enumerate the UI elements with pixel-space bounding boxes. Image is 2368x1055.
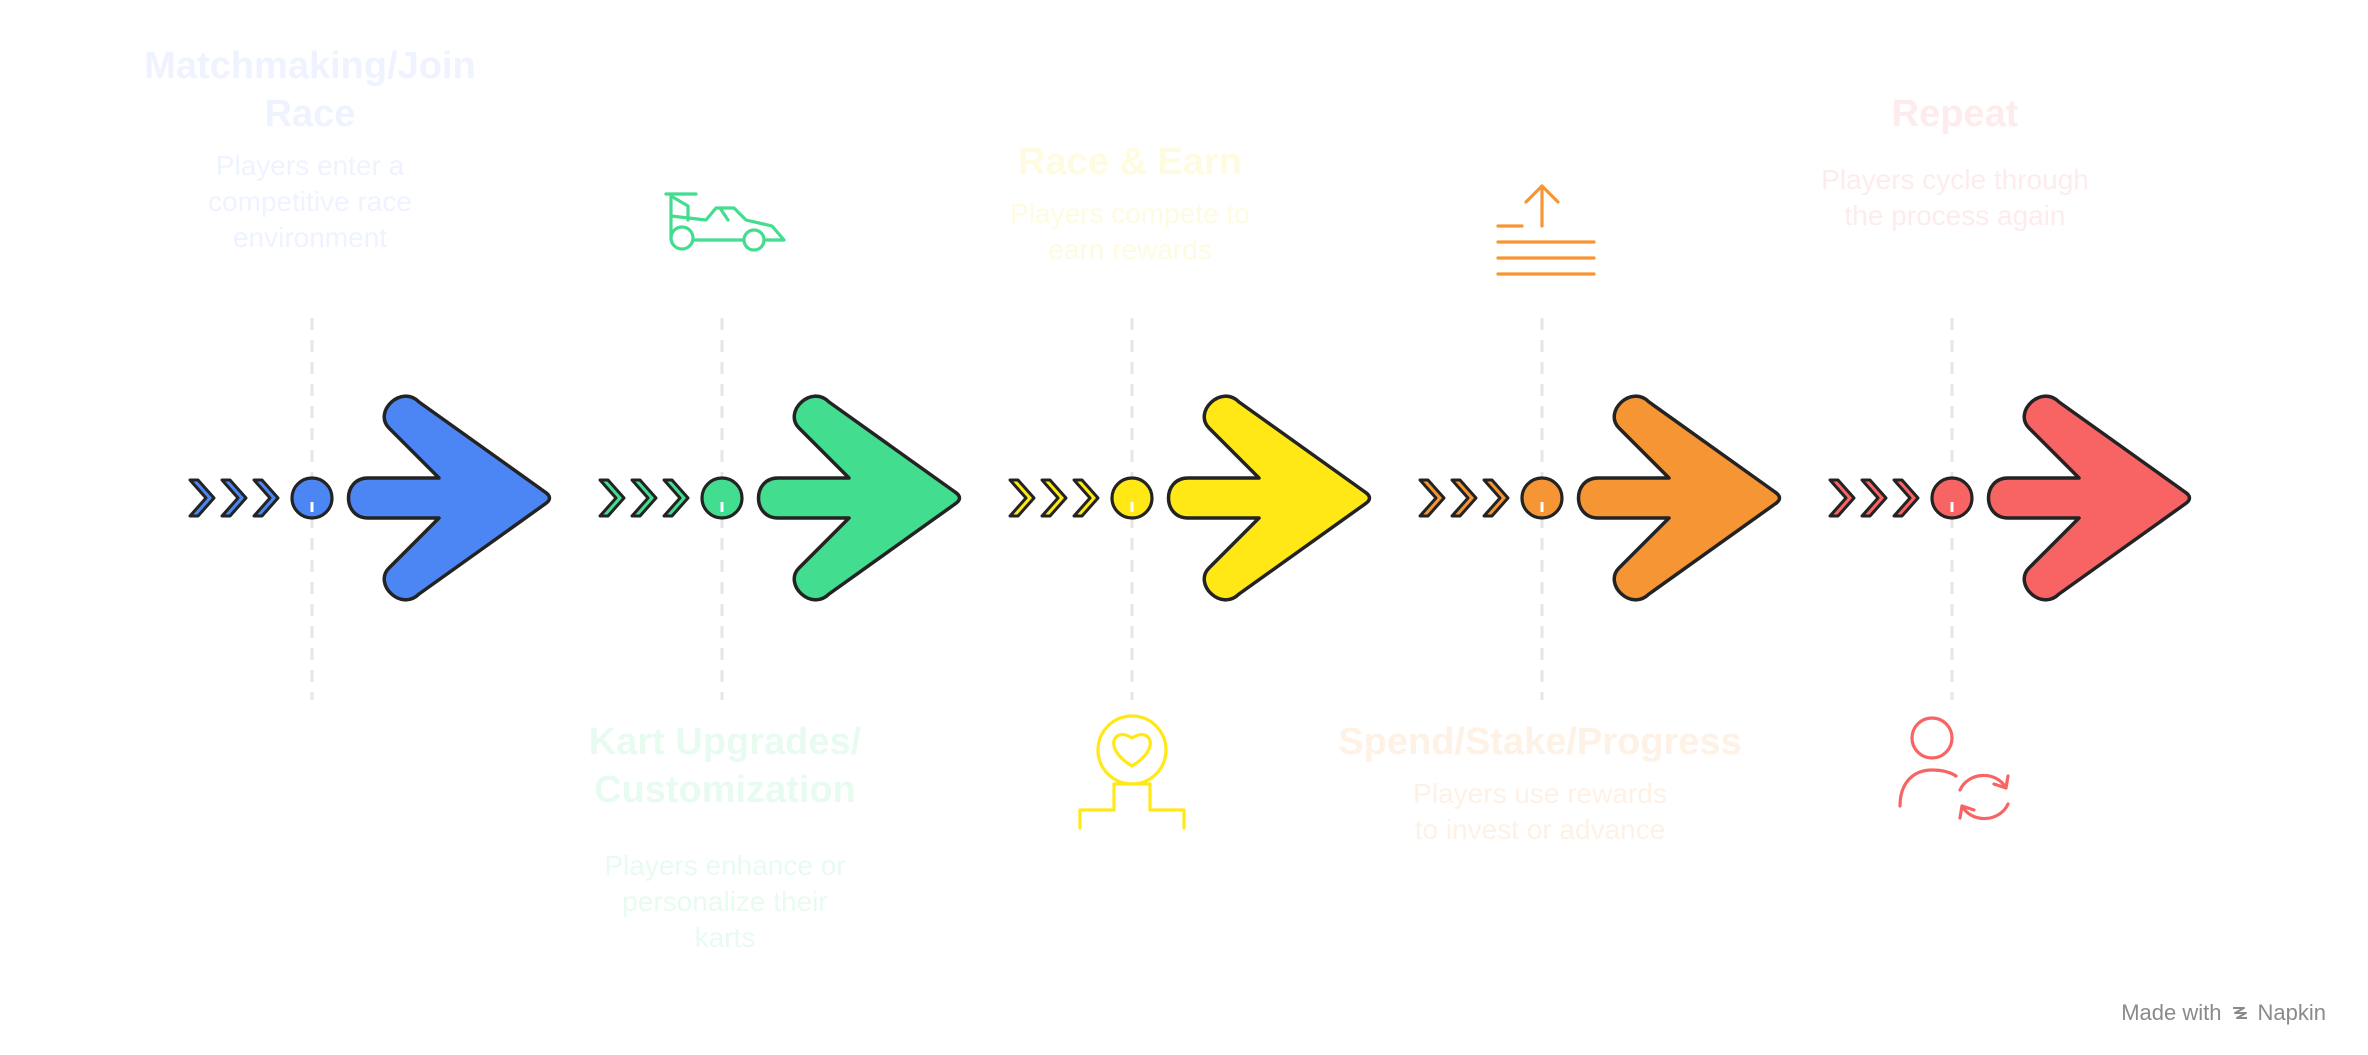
flow-arrow (1166, 394, 1372, 602)
stage-5-title: Repeat (1891, 93, 2019, 135)
chevron-mark (1450, 478, 1478, 518)
chevron-mark (188, 478, 216, 518)
flow-arrow (346, 394, 552, 602)
napkin-logo-icon (2232, 1007, 2247, 1019)
chevron-mark (1008, 478, 1036, 518)
brand-label: Napkin (2257, 1000, 2326, 1025)
flow-arrow (756, 394, 962, 602)
car-cockpit (718, 206, 730, 222)
stage-2-title: Kart Upgrades/Customization (588, 721, 862, 811)
stage-1-label: Matchmaking/Join Race Players enter a co… (130, 42, 490, 256)
stage-2-label: Kart Upgrades/Customization Players enha… (585, 718, 865, 956)
chevron-mark (1040, 478, 1068, 518)
chevron-mark (1828, 478, 1856, 518)
stage-1-flow (188, 318, 552, 700)
stage-5-flow (1828, 318, 2192, 700)
footer-watermark: Made with Napkin (2121, 1000, 2326, 1026)
stage-dot (700, 476, 744, 520)
stage-5-label: Repeat Players cycle through the process… (1815, 90, 2095, 234)
user-body (1898, 768, 1958, 808)
stage-5-description: Players cycle through the process again (1821, 164, 2089, 231)
stage-dot (290, 476, 334, 520)
stage-3-title: Race & Earn (1018, 141, 1242, 183)
cycle-arrow-bottom (1958, 802, 2010, 821)
user-cycle-icon (1898, 716, 2010, 821)
upload-stack-icon (1496, 184, 1596, 276)
stage-1-description: Players enter a competitive race environ… (208, 150, 412, 253)
race-car-icon (664, 192, 786, 252)
stage-4-title: Spend/Stake/Progress (1338, 721, 1742, 763)
medal-ring (1096, 714, 1168, 786)
chevron-mark (1892, 478, 1920, 518)
stage-1-title: Matchmaking/Join Race (144, 45, 476, 135)
stage-dot (1930, 476, 1974, 520)
chevron-mark (220, 478, 248, 518)
heart-shape (1112, 732, 1152, 768)
chevron-mark (1482, 478, 1510, 518)
chevron-mark (252, 478, 280, 518)
car-front-wheel (742, 228, 766, 252)
stage-3-description: Players compete to earn rewards (1010, 198, 1250, 265)
chevron-mark (598, 478, 626, 518)
stage-4-description: Players use rewards to invest or advance (1413, 778, 1667, 845)
chevron-mark (662, 478, 690, 518)
podium-shape (1078, 782, 1186, 830)
flow-arrow (1986, 394, 2192, 602)
stage-4-label: Spend/Stake/Progress Players use rewards… (1320, 718, 1760, 848)
made-with-label: Made with (2121, 1000, 2222, 1025)
stage-4-flow (1418, 318, 1782, 700)
stack-lines (1496, 224, 1596, 276)
chevron-mark (630, 478, 658, 518)
stage-dot (1520, 476, 1564, 520)
stage-dot (1110, 476, 1154, 520)
car-body (664, 192, 786, 242)
chevron-mark (1072, 478, 1100, 518)
stage-3-label: Race & Earn Players compete to earn rewa… (980, 138, 1280, 268)
podium-heart-icon (1078, 714, 1186, 830)
flow-arrow (1576, 394, 1782, 602)
chevron-mark (1860, 478, 1888, 518)
stage-3-flow (1008, 318, 1372, 700)
chevron-mark (1418, 478, 1446, 518)
stage-2-description: Players enhance or personalize their kar… (604, 850, 846, 953)
user-head (1910, 716, 1954, 760)
stage-2-flow (598, 318, 962, 700)
upload-arrow (1524, 184, 1560, 228)
cycle-arrow-top (1958, 773, 2010, 792)
car-rear-wheel (669, 225, 695, 251)
